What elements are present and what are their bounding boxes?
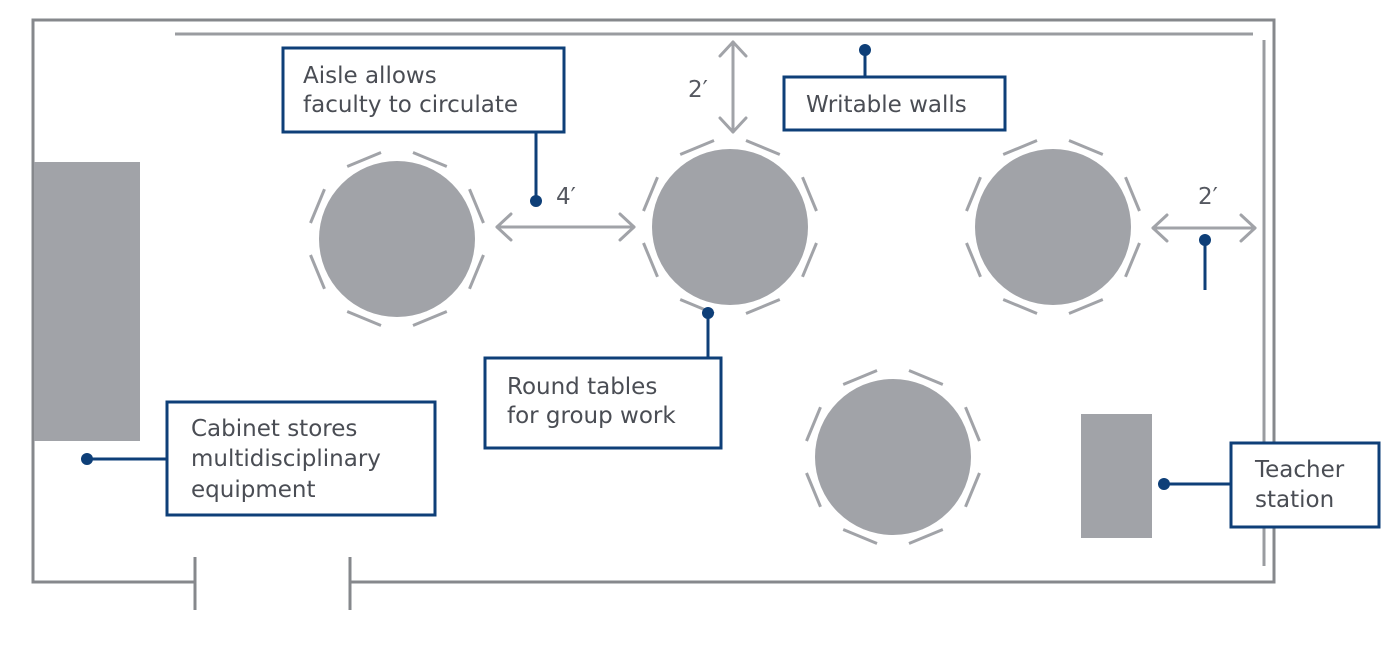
callout-box [782,75,1007,132]
leader-dot [1199,234,1211,246]
chairs-table-4 [805,369,981,545]
chair [801,176,818,212]
callout-line: faculty to circulate [303,92,518,118]
table-top [815,379,971,535]
dimension-right: 2′ [1151,184,1257,243]
callout-line: Teacher [1254,457,1345,483]
chair [965,176,982,212]
dimension-label: 4′ [556,184,576,210]
round-table-2 [642,139,818,315]
leader-right-wall [1199,234,1211,290]
leader-teacher-station [1158,478,1231,490]
chairs-table-1 [309,151,485,327]
chair [908,369,944,386]
dimension-label: 2′ [688,77,708,103]
chair [805,406,822,442]
table-top [975,149,1131,305]
arrowhead-left [495,212,513,242]
cabinet [34,162,140,441]
callout-line: equipment [191,477,315,503]
dimension-aisle: 4′ [495,184,636,242]
chair [745,298,781,315]
table-top [652,149,808,305]
chair [309,188,326,224]
dimension-label: 2′ [1198,184,1218,210]
callout-line: Round tables [507,374,657,400]
leader-round-tables [702,307,714,359]
chair [1002,139,1038,156]
chair [1124,176,1141,212]
callout-line: for group work [507,403,676,429]
arrowhead-right [618,212,636,242]
chairs-table-3 [965,139,1141,315]
chair [412,151,448,168]
chair [346,310,382,327]
callout-line: Cabinet stores [191,416,357,442]
leader-dot [859,44,871,56]
chair [1124,242,1141,278]
chairs-table-2 [642,139,818,315]
leader-aisle [530,132,542,207]
chair [801,242,818,278]
callout-writable-walls: Writable walls [782,75,1007,132]
callout-box [483,356,723,450]
callout-box [281,46,566,134]
round-table-3 [965,139,1141,315]
callout-box [165,400,437,517]
chair [412,310,448,327]
callout-line: Writable walls [806,92,967,118]
chair [842,528,878,545]
leader-dot [702,307,714,319]
chair [346,151,382,168]
chair [1068,298,1104,315]
callout-box [1229,441,1381,529]
callout-round-tables: Round tables for group work [483,356,723,450]
callout-line: multidisciplinary [191,446,381,472]
chair [1068,139,1104,156]
round-table-4 [805,369,981,545]
leader-dot [530,195,542,207]
leader-dot [1158,478,1170,490]
callout-teacher-station: Teacher station [1229,441,1381,529]
leader-dot [81,453,93,465]
chair [908,528,944,545]
chair [965,242,982,278]
table-top [319,161,475,317]
chair [745,139,781,156]
chair [642,176,659,212]
chair [964,472,981,508]
callout-line: Aisle allows [303,63,437,89]
chair [1002,298,1038,315]
outer-wall [31,18,1276,584]
round-table-1 [309,151,485,327]
callout-line: station [1255,487,1334,513]
chair [805,472,822,508]
chair [642,242,659,278]
chair [842,369,878,386]
chair [468,254,485,290]
chair [309,254,326,290]
callout-aisle: Aisle allows faculty to circulate [281,46,566,134]
arrowhead-top [718,40,748,58]
callout-cabinet: Cabinet stores multidisciplinary equipme… [165,400,437,517]
leader-writable-walls [859,44,871,77]
arrowhead-right [1239,213,1257,243]
leader-cabinet [81,453,167,465]
arrowhead-bottom [718,116,748,134]
chair [468,188,485,224]
dimension-top: 2′ [688,40,748,134]
chair [679,139,715,156]
chair [964,406,981,442]
arrowhead-left [1151,213,1169,243]
teacher-desk [1081,414,1152,538]
